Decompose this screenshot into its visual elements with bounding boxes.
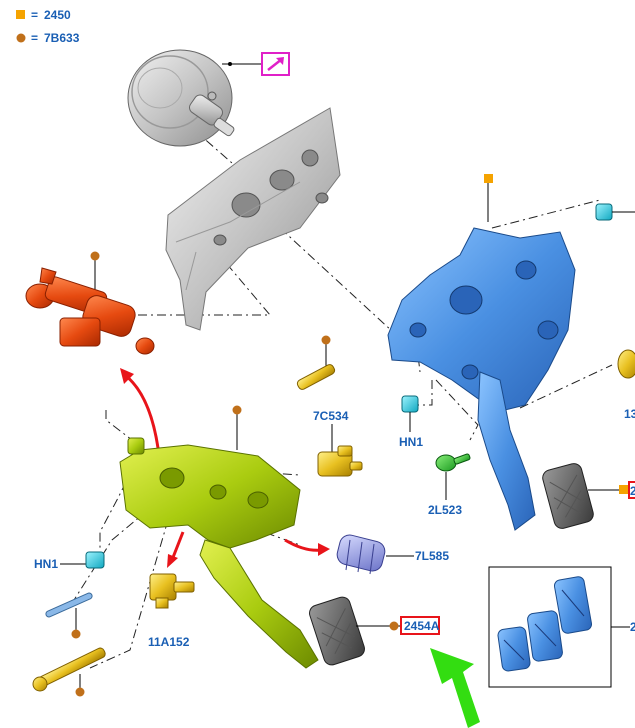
legend-square-marker-icon [484,174,493,183]
legend-separator: = [31,31,38,45]
fastener-circle-icon [389,621,399,631]
sensor-11a152[interactable] [149,573,195,609]
fastener-circle-icon [90,251,100,261]
clutch-master-cylinder[interactable] [25,267,155,355]
fastener-circle-icon [71,629,81,639]
label-2l523[interactable]: 2L523 [428,503,462,517]
label-7c534[interactable]: 7C534 [313,409,349,423]
label-edge-2-inset[interactable]: 2 [630,620,635,634]
legend-code-7b633: 7B633 [44,31,80,45]
label-hn1-left[interactable]: HN1 [34,557,58,571]
external-link-button[interactable] [261,52,290,76]
actuator-7l585[interactable] [335,533,387,575]
clutch-switch-7c534[interactable] [317,445,363,477]
clip-top-right[interactable] [595,203,613,221]
label-11a152[interactable]: 11A152 [148,635,190,649]
pivot-pin-lower[interactable] [32,647,107,692]
legend-square-icon [16,10,25,19]
fastener-circle-icon [321,335,331,345]
external-link-icon [267,57,284,71]
label-edge-2[interactable]: 2 [630,484,635,498]
label-7l585[interactable]: 7L585 [415,549,449,563]
label-edge-13[interactable]: 13 [624,407,635,421]
bolt-long[interactable] [45,592,93,618]
pivot-pin-upper[interactable] [296,363,336,391]
clip-hn1-left[interactable] [85,551,105,569]
clutch-pedal-box[interactable] [119,437,319,669]
fastener-circle-icon [75,687,85,697]
label-hn1-right[interactable]: HN1 [399,435,423,449]
green-pointer-arrow [430,648,480,728]
pedal-pads-inset[interactable] [488,566,612,688]
brake-pedal-pad[interactable] [541,462,595,530]
legend-square-marker-icon [619,485,628,494]
legend-code-2450: 2450 [44,8,71,22]
clip-hn1-right[interactable] [401,395,419,413]
label-2454a[interactable]: 2454A [404,619,440,633]
legend-circle-icon [16,33,26,43]
red-arrows [120,368,330,568]
part-highlight-box [400,616,440,635]
brake-pedal-box[interactable] [387,227,576,531]
bulkhead-bracket[interactable] [165,107,341,331]
clutch-pedal-pad[interactable] [307,595,366,667]
gold-part-edge[interactable] [617,349,635,379]
part-highlight-box-edge [628,481,635,499]
legend-separator: = [31,8,38,22]
brake-booster[interactable] [127,49,235,147]
fastener-circle-icon [232,405,242,415]
bolt-2l523[interactable] [435,453,471,472]
legend: = 2450 = 7B633 [16,8,80,45]
